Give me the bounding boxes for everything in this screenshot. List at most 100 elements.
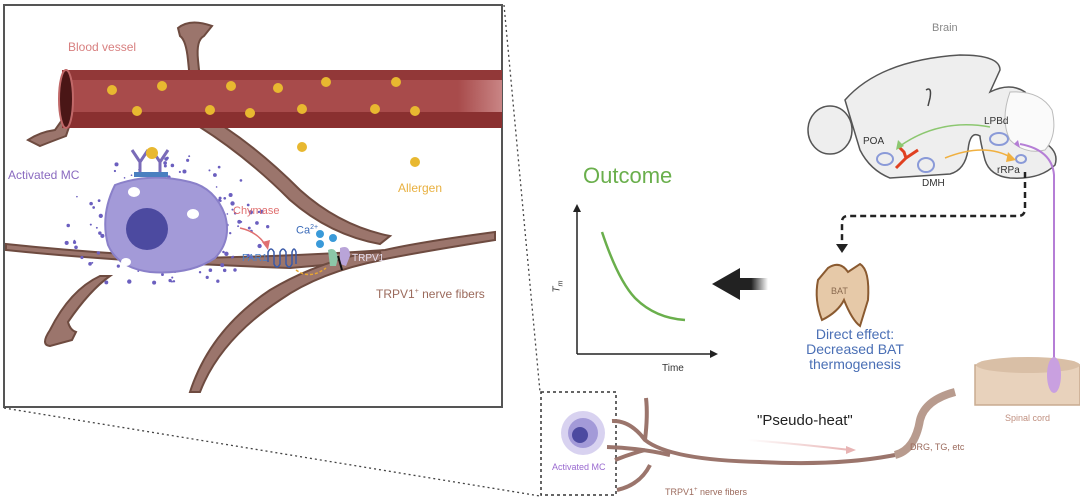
granule bbox=[239, 179, 243, 182]
granule bbox=[231, 256, 234, 259]
brain-title: Brain bbox=[932, 22, 958, 34]
dmh-to-rrpa-arrow bbox=[944, 149, 1013, 159]
par1-receptor-icon bbox=[267, 248, 297, 268]
granule bbox=[237, 219, 242, 224]
granule bbox=[259, 209, 264, 214]
pathway-activated-mc-label: Activated MC bbox=[552, 462, 606, 472]
lpbd-to-poa-arrow bbox=[899, 124, 991, 147]
brain-diagram bbox=[807, 54, 1057, 395]
granule bbox=[113, 169, 117, 173]
granule bbox=[163, 164, 167, 168]
blood-vessel-label: Blood vessel bbox=[68, 40, 137, 54]
olfactory-bulb bbox=[807, 105, 853, 155]
y-axis-label: Tm bbox=[551, 280, 565, 293]
granule bbox=[248, 210, 253, 215]
granule bbox=[205, 275, 209, 279]
pathway-nerve-label: TRPV1+ nerve fibers bbox=[665, 487, 748, 497]
granule bbox=[76, 195, 78, 198]
pseudo-heat-arrow bbox=[747, 439, 851, 451]
granule bbox=[230, 201, 235, 206]
pathway-diagram bbox=[540, 357, 1080, 496]
granule bbox=[250, 256, 253, 259]
granule bbox=[208, 169, 211, 172]
activated-mast-cell bbox=[64, 147, 270, 285]
chymase-label: Chymase bbox=[233, 205, 280, 217]
allergen-particles-in-vessel bbox=[107, 77, 420, 118]
temperature-curve bbox=[600, 231, 686, 322]
calcium-label: Ca2+ bbox=[296, 224, 319, 237]
granule bbox=[226, 213, 229, 215]
granule bbox=[220, 263, 225, 268]
granule bbox=[228, 192, 233, 198]
granule bbox=[208, 268, 213, 272]
granule bbox=[130, 174, 133, 177]
lpbd-label: LPBd bbox=[984, 116, 1009, 127]
zoom-indicator-lines bbox=[3, 4, 541, 497]
spinal-cord-icon bbox=[974, 357, 1080, 406]
poa-label: POA bbox=[863, 136, 885, 147]
granule bbox=[229, 231, 232, 235]
granule bbox=[116, 264, 120, 268]
granule bbox=[218, 196, 222, 200]
outcome-title: Outcome bbox=[583, 163, 673, 188]
granule bbox=[114, 162, 119, 167]
granule bbox=[95, 226, 98, 229]
bat-icon bbox=[815, 262, 870, 328]
nerve-fibers-label: TRPV1+ nerve fibers bbox=[376, 287, 485, 301]
granule bbox=[91, 261, 94, 264]
granule bbox=[152, 280, 157, 285]
calcium-ions bbox=[316, 230, 337, 248]
dmh-label: DMH bbox=[922, 178, 945, 189]
bat-label: BAT bbox=[831, 286, 848, 296]
granule bbox=[161, 273, 164, 276]
granule bbox=[73, 239, 76, 242]
inset-panel bbox=[3, 4, 503, 408]
granule bbox=[66, 223, 70, 228]
rrpa-label: rRPa bbox=[997, 165, 1020, 176]
granule bbox=[247, 226, 251, 230]
granule bbox=[123, 177, 126, 179]
granule bbox=[257, 243, 262, 249]
blood-vessel bbox=[58, 69, 502, 129]
activated-mc-label: Activated MC bbox=[8, 168, 80, 182]
granule bbox=[223, 196, 227, 200]
granule bbox=[89, 223, 92, 226]
pathway-nerve-fibers bbox=[606, 397, 896, 492]
signal-arrow bbox=[295, 267, 327, 276]
outcome-chart bbox=[573, 204, 718, 358]
granule bbox=[89, 201, 93, 206]
granule bbox=[96, 251, 101, 255]
drg-ganglion bbox=[893, 388, 957, 459]
granule bbox=[212, 173, 217, 177]
granule bbox=[219, 199, 222, 203]
granule bbox=[217, 165, 221, 169]
granule bbox=[163, 161, 167, 165]
granule bbox=[170, 163, 175, 168]
receptor-icon bbox=[894, 144, 919, 170]
granule bbox=[164, 157, 168, 161]
granule bbox=[172, 280, 176, 283]
granule bbox=[224, 251, 229, 256]
granule bbox=[92, 206, 96, 209]
granule bbox=[168, 278, 172, 283]
granule bbox=[246, 203, 250, 207]
granule bbox=[233, 211, 237, 215]
ganglia-label: DRG, TG, etc bbox=[910, 442, 965, 452]
allergen-label: Allergen bbox=[398, 181, 443, 195]
spinal-projection bbox=[1019, 143, 1055, 395]
granule bbox=[188, 155, 191, 158]
granule bbox=[97, 199, 101, 203]
granule bbox=[237, 225, 240, 228]
small-mast-cell-icon bbox=[561, 411, 605, 455]
mc-inset-box bbox=[540, 391, 617, 496]
trpv1-channel-icon bbox=[328, 247, 350, 271]
direct-effect-text: Direct effect: Decreased BAT thermogenes… bbox=[806, 326, 904, 372]
granule bbox=[74, 245, 78, 250]
par1-label: PAR1 bbox=[242, 253, 268, 264]
granule bbox=[255, 221, 259, 225]
granule bbox=[186, 158, 190, 162]
granule bbox=[171, 276, 174, 279]
cerebellum bbox=[1004, 91, 1055, 152]
spinal-cord-label: Spinal cord bbox=[1005, 413, 1051, 423]
